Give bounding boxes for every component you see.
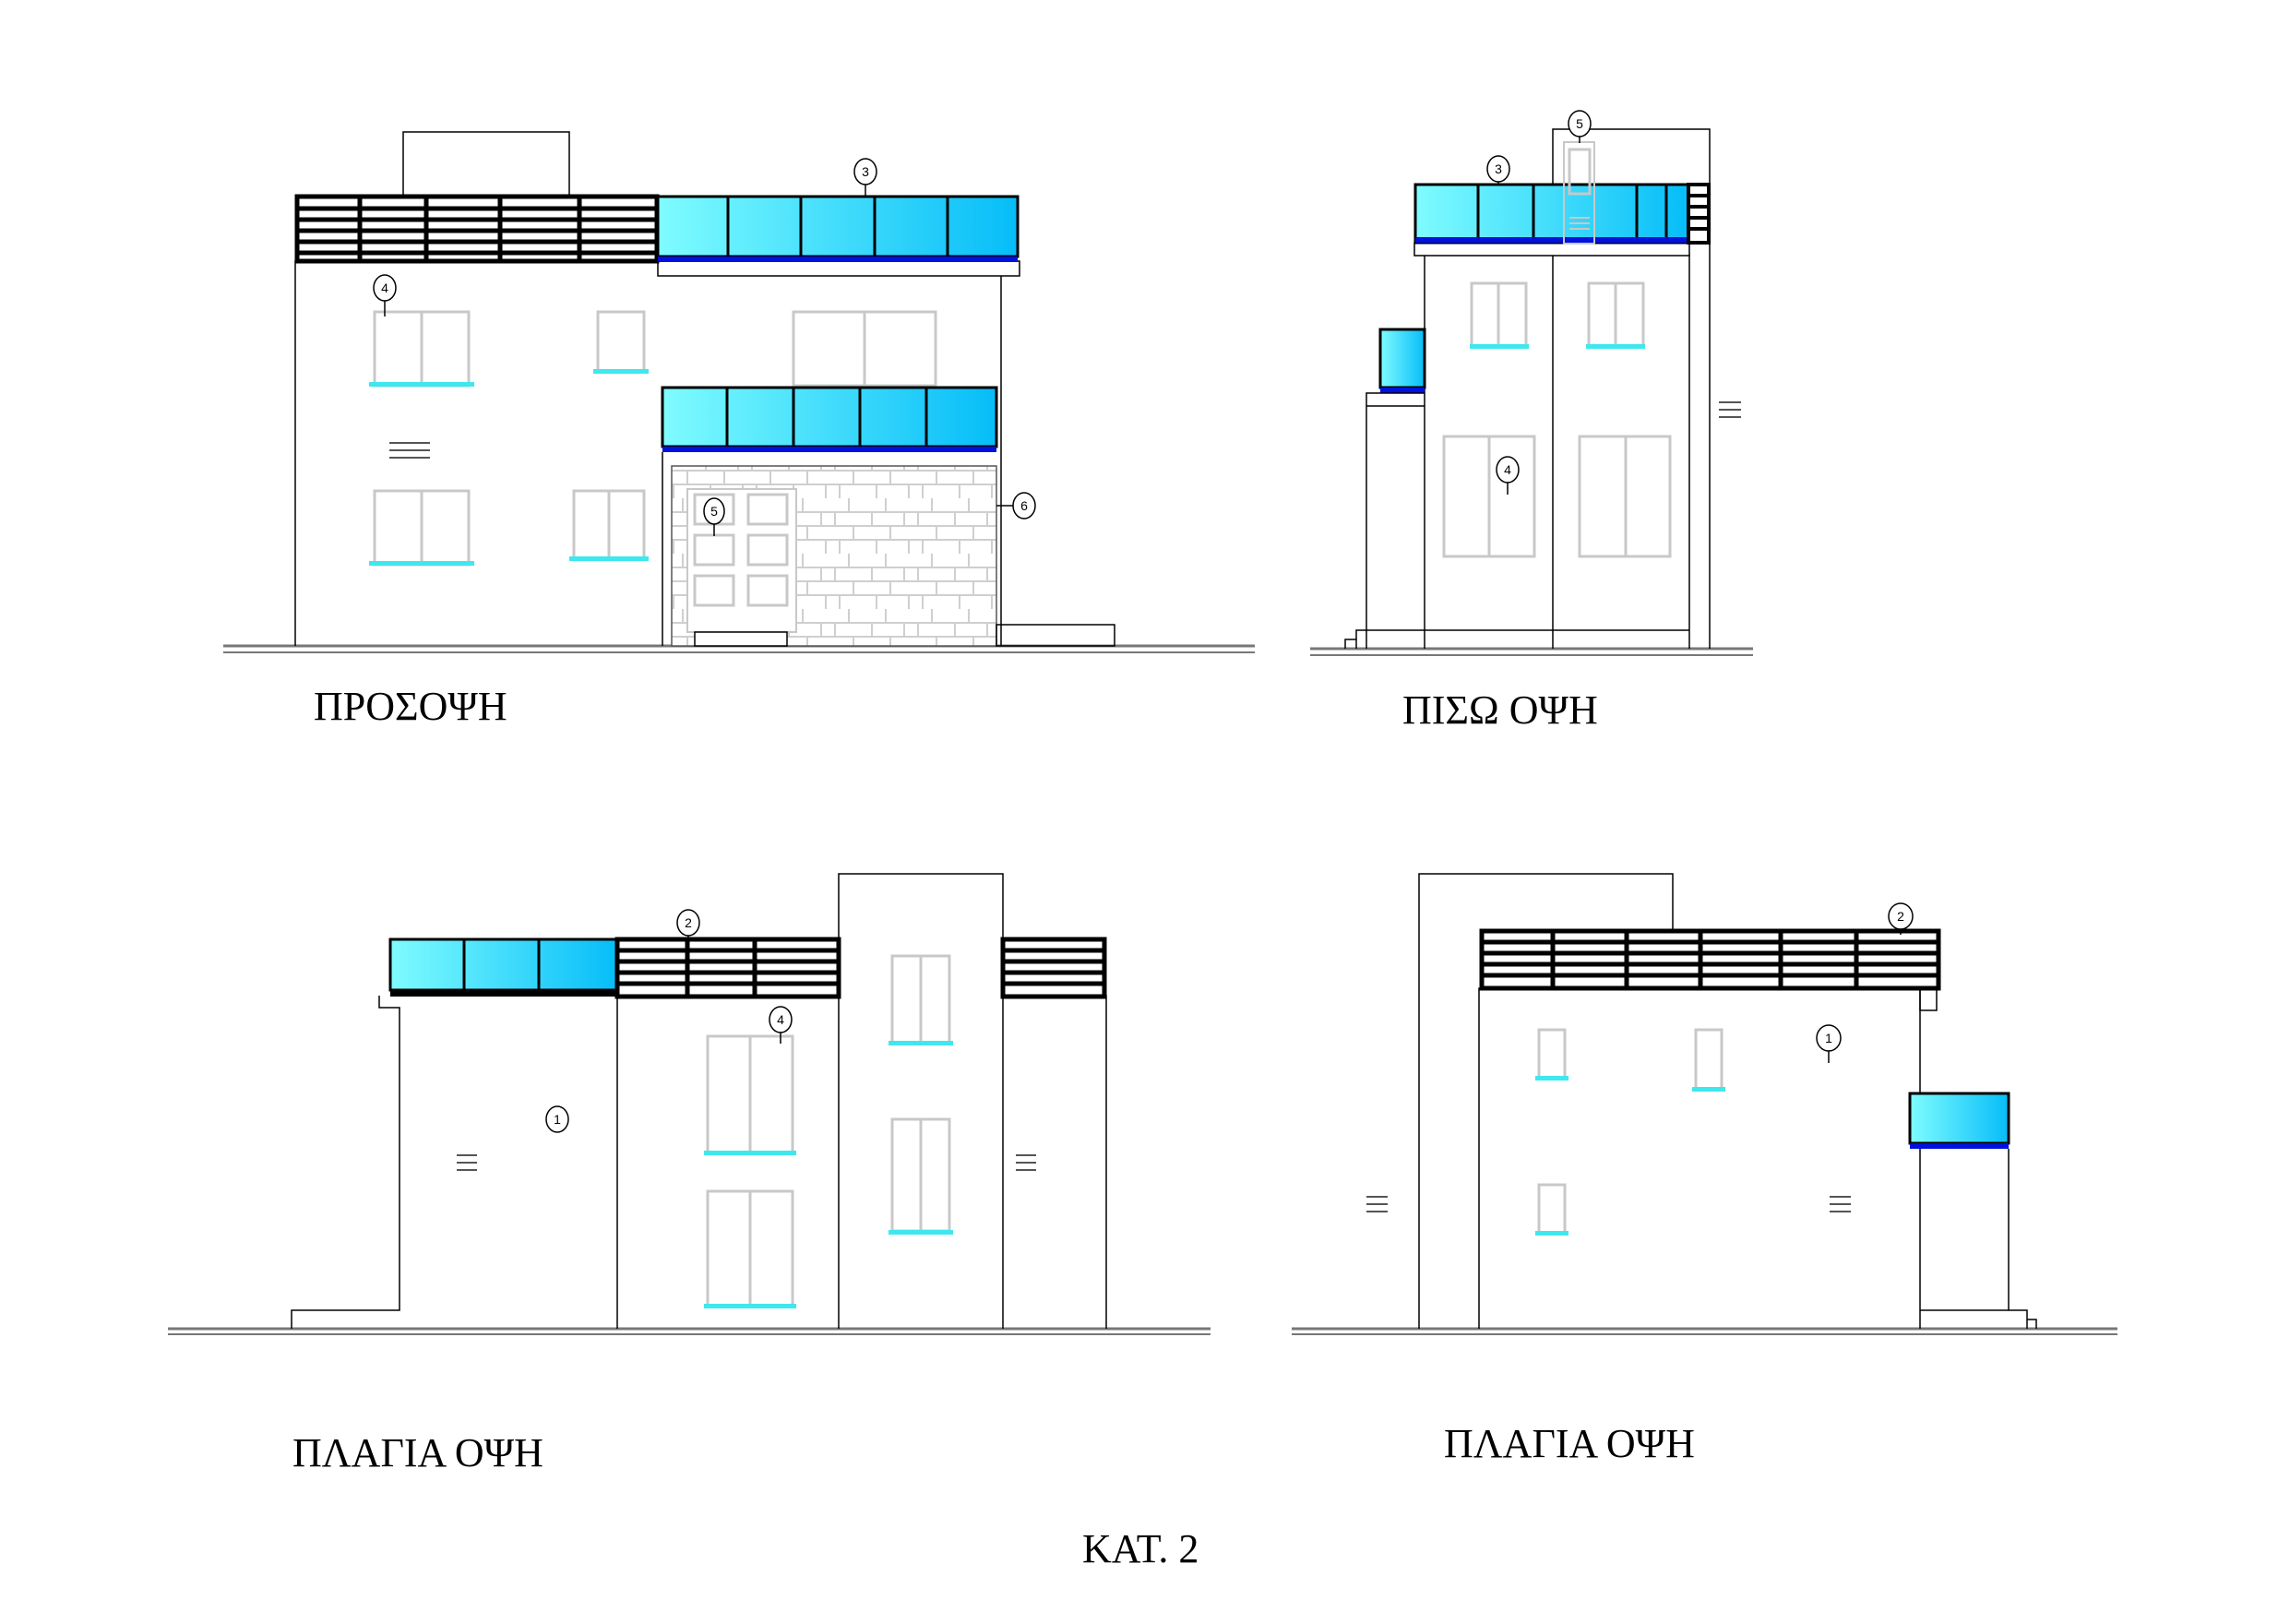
rear-elevation [1310, 110, 1753, 656]
view-title-side-right: ΠΛΑΓΙΑ ΟΨΗ [1444, 1421, 1695, 1466]
callout-5-front: 5 [710, 504, 718, 519]
callout-4-rear: 4 [1504, 462, 1511, 477]
callout-2-side-left: 2 [685, 915, 692, 930]
sheet-caption: ΚΑΤ. 2 [1082, 1526, 1199, 1571]
callout-4-front: 4 [381, 281, 388, 295]
callout-3-rear: 3 [1495, 161, 1502, 176]
callout-6-front: 6 [1020, 498, 1028, 513]
view-title-front: ΠΡΟΣΟΨΗ [314, 684, 507, 729]
front-elevation [223, 131, 1255, 653]
view-title-side-left: ΠΛΑΓΙΑ ΟΨΗ [292, 1430, 543, 1475]
callout-3-front: 3 [862, 164, 869, 179]
callout-1-side-left: 1 [554, 1112, 561, 1127]
side-elevation-right [1292, 873, 2117, 1335]
view-title-rear: ΠΙΣΩ ΟΨΗ [1402, 687, 1598, 733]
side-elevation-left [168, 873, 1211, 1335]
callout-5-rear: 5 [1576, 116, 1583, 131]
callout-1-side-right: 1 [1825, 1031, 1832, 1045]
callout-4-side-left: 4 [777, 1012, 784, 1027]
callout-2-side-right: 2 [1897, 909, 1904, 924]
